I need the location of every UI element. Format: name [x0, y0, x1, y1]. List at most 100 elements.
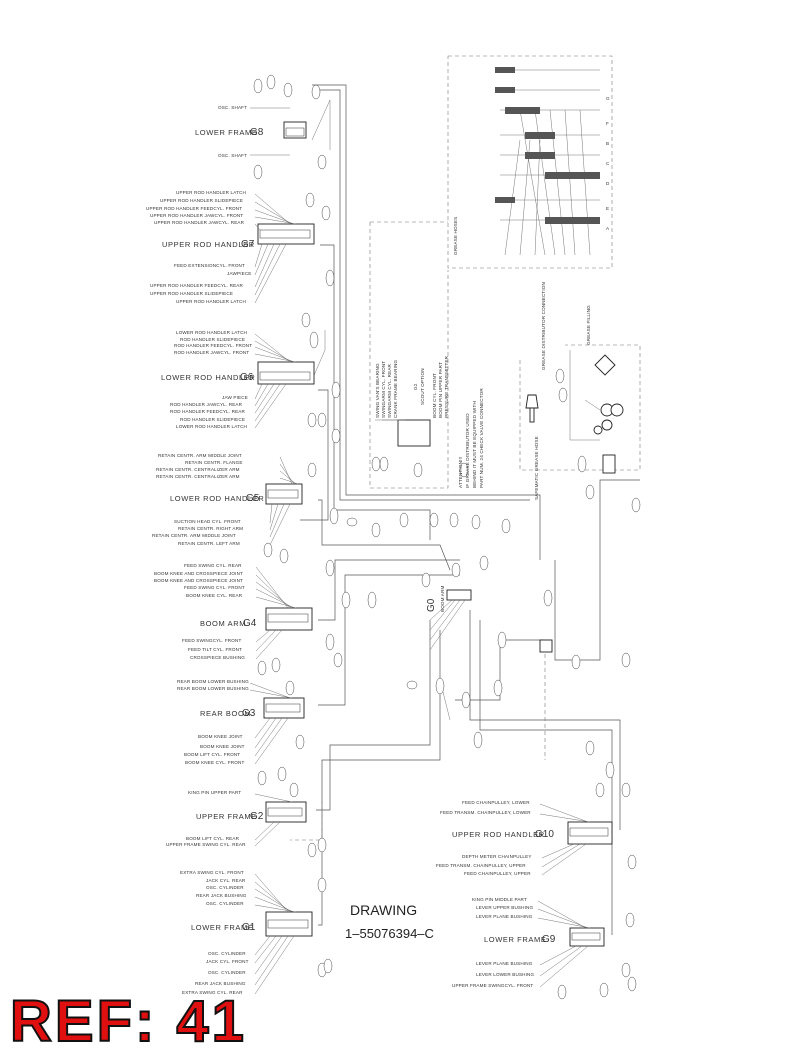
svg-text:IF GREASE DISTRIBUTOR USED: IF GREASE DISTRIBUTOR USED	[465, 413, 470, 488]
svg-text:BOOM KNEE AND CROSSPIECE JOINT: BOOM KNEE AND CROSSPIECE JOINT	[154, 571, 243, 576]
group-name-g10: UPPER ROD HANDLER	[452, 830, 545, 839]
group-code-g8: G8	[250, 127, 264, 138]
svg-text:KING PIN MIDDLE PART: KING PIN MIDDLE PART	[472, 897, 527, 902]
group-g3: REAR BOOM G3 REAR BOOM LOWER BUSHING REA…	[177, 679, 305, 765]
group-g5: LOWER ROD HANDLER G5 RETAIN CENTR. ARM M…	[152, 453, 303, 546]
svg-text:OSC. CYLINDER: OSC. CYLINDER	[208, 970, 246, 975]
svg-text:OSC. SHAFT: OSC. SHAFT	[218, 153, 247, 158]
group-g10: UPPER ROD HANDLER G10 FEED CHAINPULLEY, …	[436, 800, 613, 876]
group-code-g3: G3	[242, 708, 256, 719]
svg-text:GREASE FILLING: GREASE FILLING	[586, 305, 591, 345]
svg-text:C: C	[606, 161, 610, 166]
group-g9: LOWER FRAME G9 KING PIN MIDDLE PART LEVE…	[452, 897, 605, 988]
svg-text:RETAIN CENTR. LEFT ARM: RETAIN CENTR. LEFT ARM	[178, 541, 240, 546]
grease-pump: GREASE DISTRIBUTOR CONNECTION SAFEMATIC …	[525, 282, 624, 653]
svg-text:JACK CYL. REAR: JACK CYL. REAR	[206, 878, 246, 883]
svg-text:UPPER ROD HANDLER JAWCYL. REAR: UPPER ROD HANDLER JAWCYL. REAR	[154, 220, 245, 225]
svg-text:FEED TILT CYL. FRONT: FEED TILT CYL. FRONT	[188, 647, 242, 652]
svg-text:REAR JACK BUSHING: REAR JACK BUSHING	[195, 981, 246, 986]
group-name-g0: BOOM ARM	[440, 586, 445, 612]
svg-text:SWINGARM CYL. REAR: SWINGARM CYL. REAR	[387, 363, 392, 418]
svg-text:SAFEMATIC GREASE HOSE: SAFEMATIC GREASE HOSE	[534, 436, 539, 500]
svg-text:EXTRA SWING CYL. REAR: EXTRA SWING CYL. REAR	[182, 990, 243, 995]
scout-label: SCOUT OPTION	[420, 368, 425, 405]
callout-bubbles	[253, 74, 641, 1000]
group-g4: BOOM ARM G4 FEED SWING CYL. REAR BOOM KN…	[154, 563, 313, 660]
group-code-g0: G0	[426, 598, 437, 612]
svg-text:RETAIN CENTR. ARM MIDDLE JOINT: RETAIN CENTR. ARM MIDDLE JOINT	[158, 453, 242, 458]
svg-text:GREASE DISTRIBUTOR CONNECTION: GREASE DISTRIBUTOR CONNECTION	[541, 282, 546, 370]
group-name-g2: UPPER FRAME	[196, 812, 257, 821]
svg-text:PRESSURE TRANSMITTER: PRESSURE TRANSMITTER	[444, 355, 449, 418]
group-code-g4: G4	[243, 618, 257, 629]
svg-text:SWINGARM CYL. FRONT: SWINGARM CYL. FRONT	[381, 361, 386, 418]
svg-text:ROD HANDLER FEEDCYL. FRONT: ROD HANDLER FEEDCYL. FRONT	[174, 343, 252, 348]
group-g8: LOWER FRAME G8 OSC. SHAFT OSC. SHAFT	[195, 105, 307, 158]
drawing-number: 1–55076394–C	[345, 926, 434, 941]
svg-text:UPPER ROD HANDLER LATCH: UPPER ROD HANDLER LATCH	[176, 299, 246, 304]
svg-text:G: G	[606, 96, 610, 101]
svg-text:LEVER PLANE BUSHING: LEVER PLANE BUSHING	[476, 914, 533, 919]
svg-text:BOOM LIFT CYL. REAR: BOOM LIFT CYL. REAR	[186, 836, 240, 841]
svg-text:JAWPIECE: JAWPIECE	[227, 271, 252, 276]
drawing-title: DRAWING	[350, 902, 418, 918]
svg-text:UPPER ROD HANDLER JAWCYL. FRON: UPPER ROD HANDLER JAWCYL. FRONT	[150, 213, 243, 218]
scout-option: SWING VAN'S BEARING SWINGARM CYL. FRONT …	[375, 355, 449, 447]
svg-text:RETAIN CENTR. FLANGE: RETAIN CENTR. FLANGE	[185, 460, 243, 465]
svg-text:F: F	[606, 121, 609, 126]
svg-text:FEED CHAINPULLEY, UPPER: FEED CHAINPULLEY, UPPER	[464, 871, 531, 876]
group-code-g7: G7	[241, 239, 255, 250]
dashed-frames	[290, 55, 641, 841]
svg-text:ROD HANDLER SLIDEPIECE: ROD HANDLER SLIDEPIECE	[180, 417, 245, 422]
svg-text:BOOM PIN UPPER PART: BOOM PIN UPPER PART	[438, 362, 443, 418]
svg-text:CROSSPIECE BUSHING: CROSSPIECE BUSHING	[190, 655, 245, 660]
svg-text:UPPER ROD HANDLER LATCH: UPPER ROD HANDLER LATCH	[176, 190, 246, 195]
svg-text:ROD HANDLER SLIDEPIECE: ROD HANDLER SLIDEPIECE	[180, 337, 245, 342]
svg-text:RETAIN CENTR. CENTRALIZER ARM: RETAIN CENTR. CENTRALIZER ARM	[156, 474, 240, 479]
svg-text:OSC. SHAFT: OSC. SHAFT	[218, 105, 247, 110]
svg-text:BOOM CYL. FRONT: BOOM CYL. FRONT	[432, 373, 437, 418]
group-g2: UPPER FRAME G2 KING PIN UPPER PART BOOM …	[166, 790, 307, 847]
svg-text:RETAIN CENTR. RIGHT ARM: RETAIN CENTR. RIGHT ARM	[178, 526, 243, 531]
svg-text:FEED TRANSM. CHAINPULLEY, LOWE: FEED TRANSM. CHAINPULLEY, LOWER	[440, 810, 531, 815]
group-name-g8: LOWER FRAME	[195, 128, 257, 137]
svg-text:OSC. CYLINDER: OSC. CYLINDER	[208, 951, 246, 956]
svg-text:RETAIN CENTR. CENTRALIZER ARM: RETAIN CENTR. CENTRALIZER ARM	[156, 467, 240, 472]
group-code-g2: G2	[250, 811, 264, 822]
leader-lines	[249, 193, 591, 995]
svg-text:FEED SWING CYL. FRONT: FEED SWING CYL. FRONT	[184, 585, 245, 590]
group-g0: G0 BOOM ARM	[426, 586, 472, 651]
svg-text:D: D	[606, 181, 610, 186]
svg-text:A: A	[606, 226, 610, 231]
group-name-g4: BOOM ARM	[200, 619, 246, 628]
svg-text:ROD HANDLER JAWCYL. FRONT: ROD HANDLER JAWCYL. FRONT	[174, 350, 249, 355]
svg-text:B: B	[606, 141, 609, 146]
svg-text:FEED CHAINPULLEY, LOWER: FEED CHAINPULLEY, LOWER	[462, 800, 530, 805]
svg-text:UPPER ROD HANDLER SLIDEPIECE: UPPER ROD HANDLER SLIDEPIECE	[160, 198, 243, 203]
svg-text:ROD HANDLER JAWCYL. REAR: ROD HANDLER JAWCYL. REAR	[170, 402, 243, 407]
ref-label: REF: 41	[9, 988, 247, 1055]
attention-note: ATTENTION!!! IF GREASE DISTRIBUTOR USED …	[458, 388, 484, 488]
svg-text:UPPER ROD HANDLER FEEDCYL. REA: UPPER ROD HANDLER FEEDCYL. REAR	[150, 283, 244, 288]
svg-text:UPPER ROD HANDLER FEEDCYL. FRO: UPPER ROD HANDLER FEEDCYL. FRONT	[146, 206, 242, 211]
svg-text:REAR JACK BUSHING: REAR JACK BUSHING	[196, 893, 247, 898]
svg-text:UPPER ROD HANDLER SLIDEPIECE: UPPER ROD HANDLER SLIDEPIECE	[150, 291, 233, 296]
svg-text:CRANK FRAME BEARING: CRANK FRAME BEARING	[393, 359, 398, 418]
group-code-g1: G1	[242, 922, 256, 933]
svg-text:EXTRA SWING CYL. FRONT: EXTRA SWING CYL. FRONT	[180, 870, 244, 875]
grease-hose-panel: GREASE HOSES G F B C D E A	[453, 67, 610, 256]
svg-text:LEVER PLANE BUSHING: LEVER PLANE BUSHING	[476, 961, 533, 966]
svg-text:FEED SWINGCYL. FRONT: FEED SWINGCYL. FRONT	[182, 638, 241, 643]
group-name-g5: LOWER ROD HANDLER	[170, 494, 264, 503]
svg-text:BOOM LIFT CYL. FRONT: BOOM LIFT CYL. FRONT	[184, 752, 240, 757]
svg-text:LEVER UPPER BUSHING: LEVER UPPER BUSHING	[476, 905, 534, 910]
svg-text:FEED EXTENSIONCYL. FRONT: FEED EXTENSIONCYL. FRONT	[174, 263, 245, 268]
svg-text:SWING VAN'S BEARING: SWING VAN'S BEARING	[375, 363, 380, 418]
group-g6: LOWER ROD HANDLER G6 LOWER ROD HANDLER L…	[161, 330, 315, 429]
svg-text:OSC. CYLINDER: OSC. CYLINDER	[206, 885, 244, 890]
svg-text:BOOM KNEE CYL. REAR: BOOM KNEE CYL. REAR	[186, 593, 243, 598]
svg-text:RETAIN CENTR. ARM MIDDLE JOINT: RETAIN CENTR. ARM MIDDLE JOINT	[152, 533, 236, 538]
group-g7: UPPER ROD HANDLER G7 UPPER ROD HANDLER L…	[146, 190, 315, 304]
svg-text:DEPTH METER CHAINPULLEY: DEPTH METER CHAINPULLEY	[462, 854, 532, 859]
svg-text:JACK CYL. FRONT: JACK CYL. FRONT	[206, 959, 249, 964]
